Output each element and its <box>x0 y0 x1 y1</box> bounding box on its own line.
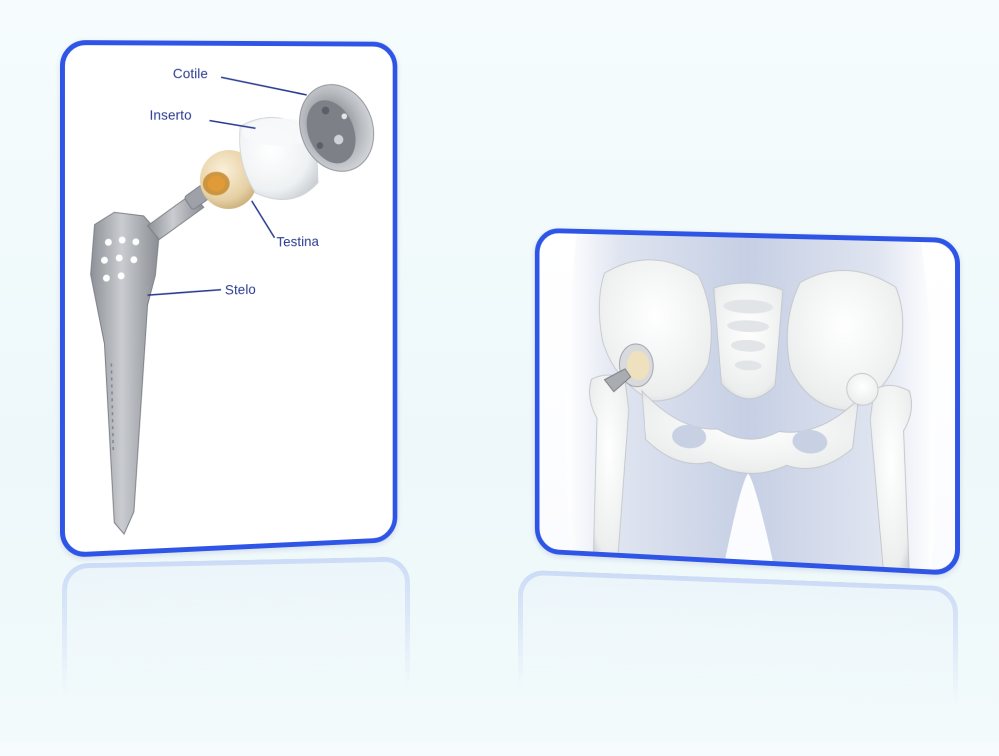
prosthesis-illustration <box>65 45 397 558</box>
stem-icon <box>91 185 210 536</box>
left-card-reflection <box>62 556 410 753</box>
right-card-reflection <box>518 570 958 756</box>
label-insert: Inserto <box>149 107 191 123</box>
label-head: Testina <box>276 233 319 249</box>
pelvis-card <box>535 228 960 576</box>
prosthesis-card: Cotile Inserto Testina Stelo <box>60 40 397 558</box>
label-cup: Cotile <box>173 65 208 81</box>
label-stem: Stelo <box>225 281 256 297</box>
pelvis-illustration <box>539 233 960 576</box>
